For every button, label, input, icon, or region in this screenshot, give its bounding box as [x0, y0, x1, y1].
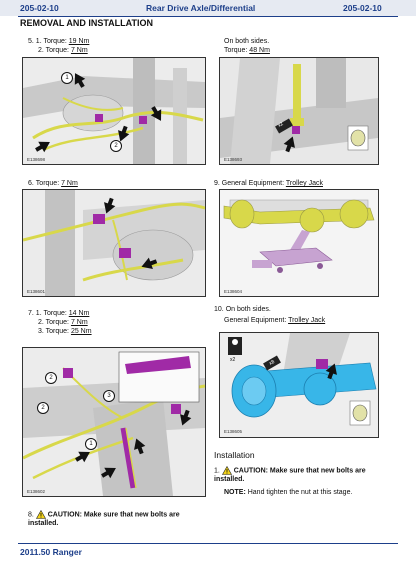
step10-equipment: Trolley Jack: [288, 317, 326, 324]
svg-text:!: !: [40, 514, 42, 519]
callout-2-secondary: 2: [37, 402, 49, 414]
step7-line2-label: 2. Torque:: [38, 319, 71, 326]
figure-step9: E138604: [219, 189, 379, 297]
header-rule: [18, 16, 398, 17]
step5-text: 5. 1. Torque: 19 Nm 2. Torque: 7 Nm: [28, 37, 89, 55]
figure-step-r1: x2 E138693: [219, 57, 379, 165]
step7-number: 7.: [28, 310, 34, 317]
figure-id: E138698: [27, 157, 46, 162]
step8-caution: CAUTION: Make sure that new bolts are in…: [28, 511, 180, 528]
warning-icon: !: [35, 510, 46, 519]
step10-number: 10.: [214, 306, 224, 313]
installation-item-number: 1.: [214, 467, 220, 475]
footer-rule: [18, 543, 398, 544]
callout-2: 2: [110, 140, 122, 152]
step5-line1-label: 1. Torque:: [35, 38, 69, 45]
header-title: Rear Drive Axle/Differential: [146, 3, 256, 13]
installation-note: NOTE: Hand tighten the nut at this stage…: [224, 488, 394, 497]
step7-text: 7. 1. Torque: 14 Nm 2. Torque: 7 Nm 3. T…: [28, 309, 92, 336]
figure-id: E138604: [224, 289, 243, 294]
step7-torque3: 25 Nm: [70, 328, 92, 335]
step6-label: Torque:: [35, 180, 62, 187]
callout-3: 3: [103, 390, 115, 402]
step-r1-line2-label: Torque:: [224, 47, 250, 54]
callout-2: 2: [45, 372, 57, 384]
step9-number: 9.: [214, 180, 220, 187]
installation-heading: Installation: [214, 450, 255, 460]
footer-text: 2011.50 Ranger: [20, 547, 82, 557]
note-text: Hand tighten the nut at this stage.: [245, 489, 353, 496]
step8-number: 8.: [28, 511, 34, 519]
step8-text: 8. ! CAUTION: Make sure that new bolts a…: [28, 510, 206, 528]
step10-badge-person: x2: [230, 357, 236, 363]
step-r1-torque: 48 Nm: [249, 47, 270, 54]
step5-line2-label: 2. Torque:: [38, 47, 71, 54]
step6-number: 6.: [28, 180, 34, 187]
step10-label: General Equipment:: [224, 317, 289, 324]
callout-1: 1: [61, 72, 73, 84]
figure-id: E138693: [224, 157, 243, 162]
step-r1-text: On both sides. Torque: 48 Nm: [224, 37, 270, 55]
step9-label: General Equipment:: [221, 180, 286, 187]
figure-step10: x2 x8 E138605: [219, 332, 379, 438]
step6-torque: 7 Nm: [61, 180, 78, 187]
page-header: 205-02-10 Rear Drive Axle/Differential 2…: [0, 0, 416, 16]
step-r1-line1: On both sides.: [224, 38, 270, 45]
svg-text:!: !: [226, 470, 228, 475]
figure-step5: 1 2 E138698: [22, 57, 206, 165]
step7-line1-label: 1. Torque:: [35, 310, 69, 317]
installation-item1: 1. ! CAUTION: Make sure that new bolts a…: [214, 466, 394, 484]
step9-text: 9. General Equipment: Trolley Jack: [214, 179, 323, 188]
figure-id: E138602: [27, 489, 46, 494]
step6-text: 6. Torque: 7 Nm: [28, 179, 78, 188]
step5-torque2: 7 Nm: [70, 47, 88, 54]
figure-id: E138605: [224, 429, 243, 434]
step5-torque1: 19 Nm: [68, 38, 90, 45]
step9-equipment: Trolley Jack: [285, 180, 323, 187]
section-title: REMOVAL AND INSTALLATION: [20, 18, 153, 28]
figure-id: E138601: [27, 289, 46, 294]
figure-step7: 2 2 3 1 E138602: [22, 347, 206, 497]
warning-icon: !: [221, 466, 232, 475]
step10-line1: On both sides.: [225, 306, 271, 313]
callout-1: 1: [85, 438, 97, 450]
step7-torque1: 14 Nm: [68, 310, 90, 317]
step7-line3-label: 3. Torque:: [38, 328, 71, 335]
note-label: NOTE:: [224, 489, 246, 496]
step7-torque2: 7 Nm: [70, 319, 88, 326]
header-code-right: 205-02-10: [343, 3, 382, 13]
header-code-left: 205-02-10: [20, 3, 59, 13]
figure-step6: E138601: [22, 189, 206, 297]
step5-number: 5.: [28, 38, 34, 45]
installation-caution: CAUTION: Make sure that new bolts are in…: [214, 467, 366, 484]
step10-text: 10. On both sides. General Equipment: Tr…: [214, 305, 325, 325]
